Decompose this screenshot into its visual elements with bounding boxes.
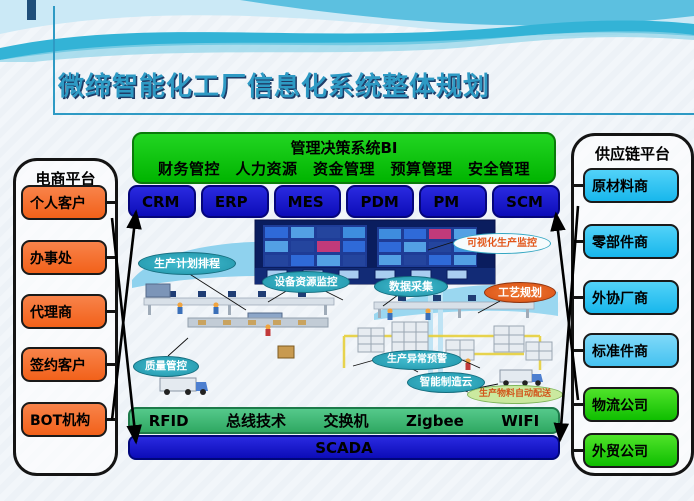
trucks — [159, 369, 543, 395]
tech-layer-bar: RFID 总线技术 交换机 Zigbee WIFI — [128, 407, 560, 434]
workers — [177, 302, 471, 370]
supply-chain-platform-title: 供应链平台 — [594, 145, 670, 163]
corner-accent-bar — [27, 0, 36, 20]
tech-rfid: RFID — [148, 411, 189, 430]
module-row: CRM ERP MES PDM PM SCM — [128, 185, 560, 218]
module-pm: PM — [419, 185, 488, 218]
callout-abnormality-warning: 生产异常预警 — [372, 350, 462, 370]
page-title: 微缔智能化工厂信息化系统整体规划 — [58, 72, 491, 102]
ecommerce-item: 签约客户 — [21, 347, 115, 382]
supply-chain-item: 外协厂商 — [574, 280, 679, 315]
ecommerce-item: 个人客户 — [21, 185, 115, 220]
template-vertical-line — [53, 6, 55, 114]
bi-decision-system-box: 管理决策系统BI 财务管控 人力资源 资金管理 预算管理 安全管理 — [132, 132, 556, 184]
module-erp: ERP — [200, 185, 269, 218]
callout-quality-control: 质量管控 — [133, 356, 199, 377]
factory-illustration — [132, 219, 558, 395]
ecommerce-item: 办事处 — [21, 240, 115, 275]
callout-production-scheduling: 生产计划排程 — [138, 252, 236, 275]
tech-wifi: WIFI — [501, 411, 540, 430]
callout-data-collection: 数据采集 — [374, 276, 448, 297]
callout-visual-production-monitoring: 可视化生产监控 — [453, 233, 551, 254]
module-mes: MES — [273, 185, 342, 218]
callout-equipment-monitoring: 设备资源监控 — [262, 271, 350, 293]
tech-bus: 总线技术 — [226, 412, 287, 430]
callout-process-planning: 工艺规划 — [484, 282, 556, 303]
factory-illustration-area: 生产计划排程 设备资源监控 数据采集 可视化生产监控 工艺规划 质量管控 生产异… — [128, 218, 563, 407]
supply-chain-item: 外贸公司 — [574, 433, 679, 468]
ecommerce-platform-title: 电商平台 — [35, 170, 96, 188]
supply-chain-item: 零部件商 — [574, 224, 679, 259]
callout-smart-manufacturing-cloud: 智能制造云 — [407, 372, 485, 393]
ecommerce-item: BOT机构 — [21, 402, 115, 437]
module-crm: CRM — [128, 185, 196, 218]
supply-chain-item: 原材料商 — [574, 168, 679, 203]
machines-conveyor — [145, 283, 329, 359]
floor-guides — [342, 334, 542, 370]
warehouse-stacks — [357, 321, 553, 361]
scada-bar: SCADA — [128, 435, 560, 460]
supply-chain-platform-panel: 供应链平台 原材料商 零部件商 外协厂商 标准件商 物流公司 外贸公司 — [571, 133, 694, 476]
module-scm: SCM — [492, 185, 560, 218]
control-room-photo — [254, 219, 496, 285]
ecommerce-item: 代理商 — [21, 294, 115, 329]
bi-title: 管理决策系统BI — [290, 139, 398, 157]
callout-material-auto-delivery: 生产物料自动配送 — [467, 385, 563, 404]
tech-zigbee: Zigbee — [405, 411, 464, 430]
supply-chain-item: 标准件商 — [574, 333, 679, 368]
supply-chain-item: 物流公司 — [574, 387, 679, 422]
module-pdm: PDM — [346, 185, 415, 218]
tech-switch: 交换机 — [323, 412, 369, 430]
workbenches — [143, 291, 535, 318]
template-horizontal-line — [53, 113, 694, 115]
bi-subtitle: 财务管控 人力资源 资金管理 预算管理 安全管理 — [157, 160, 530, 178]
header-wave-decoration — [0, 0, 694, 62]
ecommerce-platform-panel: 电商平台 个人客户 办事处 代理商 签约客户 BOT机构 — [13, 158, 118, 476]
